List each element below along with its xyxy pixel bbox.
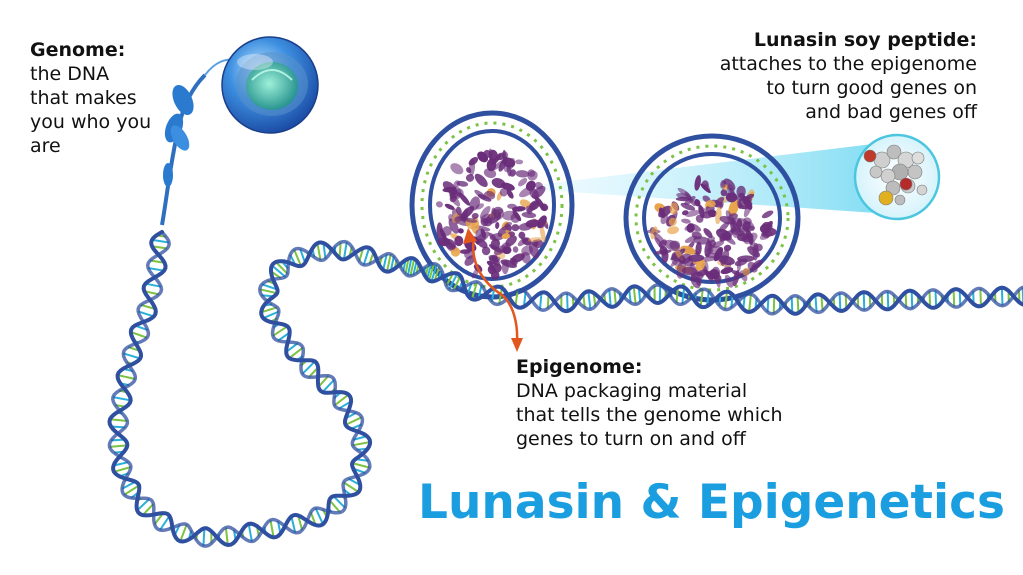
- nucleosome-right: [623, 133, 801, 303]
- lunasin-line: to turn good genes on: [766, 77, 977, 99]
- page-title: Lunasin & Epigenetics: [418, 475, 1005, 530]
- molecule-spheres: [863, 144, 928, 206]
- epigenome-label: Epigenome: DNA packaging material that t…: [516, 355, 836, 451]
- genome-line: the DNA: [30, 63, 110, 85]
- lunasin-line: and bad genes off: [805, 101, 977, 123]
- lunasin-heading: Lunasin soy peptide:: [753, 29, 977, 51]
- epigenome-line: genes to turn on and off: [516, 428, 746, 450]
- lunasin-line: attaches to the epigenome: [719, 53, 977, 75]
- nucleosome-left: [409, 110, 575, 300]
- genome-line: you who you: [30, 111, 152, 133]
- epigenome-arrow: [463, 228, 523, 352]
- histone-protein-left: [435, 148, 549, 280]
- epigenome-line: that tells the genome which: [516, 404, 783, 426]
- epigenome-heading: Epigenome:: [516, 356, 643, 378]
- lunasin-molecule-icon: [853, 133, 941, 221]
- light-beam: [512, 140, 905, 215]
- epigenome-line: DNA packaging material: [516, 380, 748, 402]
- genome-line: that makes: [30, 87, 137, 109]
- genome-line: are: [30, 135, 61, 157]
- cell-icon: [221, 36, 319, 134]
- histone-protein-right: [646, 175, 777, 289]
- chromosome: [160, 58, 239, 226]
- lunasin-label: Lunasin soy peptide: attaches to the epi…: [657, 28, 977, 124]
- genome-label: Genome: the DNA that makes you who you a…: [30, 38, 180, 158]
- genome-heading: Genome:: [30, 39, 126, 61]
